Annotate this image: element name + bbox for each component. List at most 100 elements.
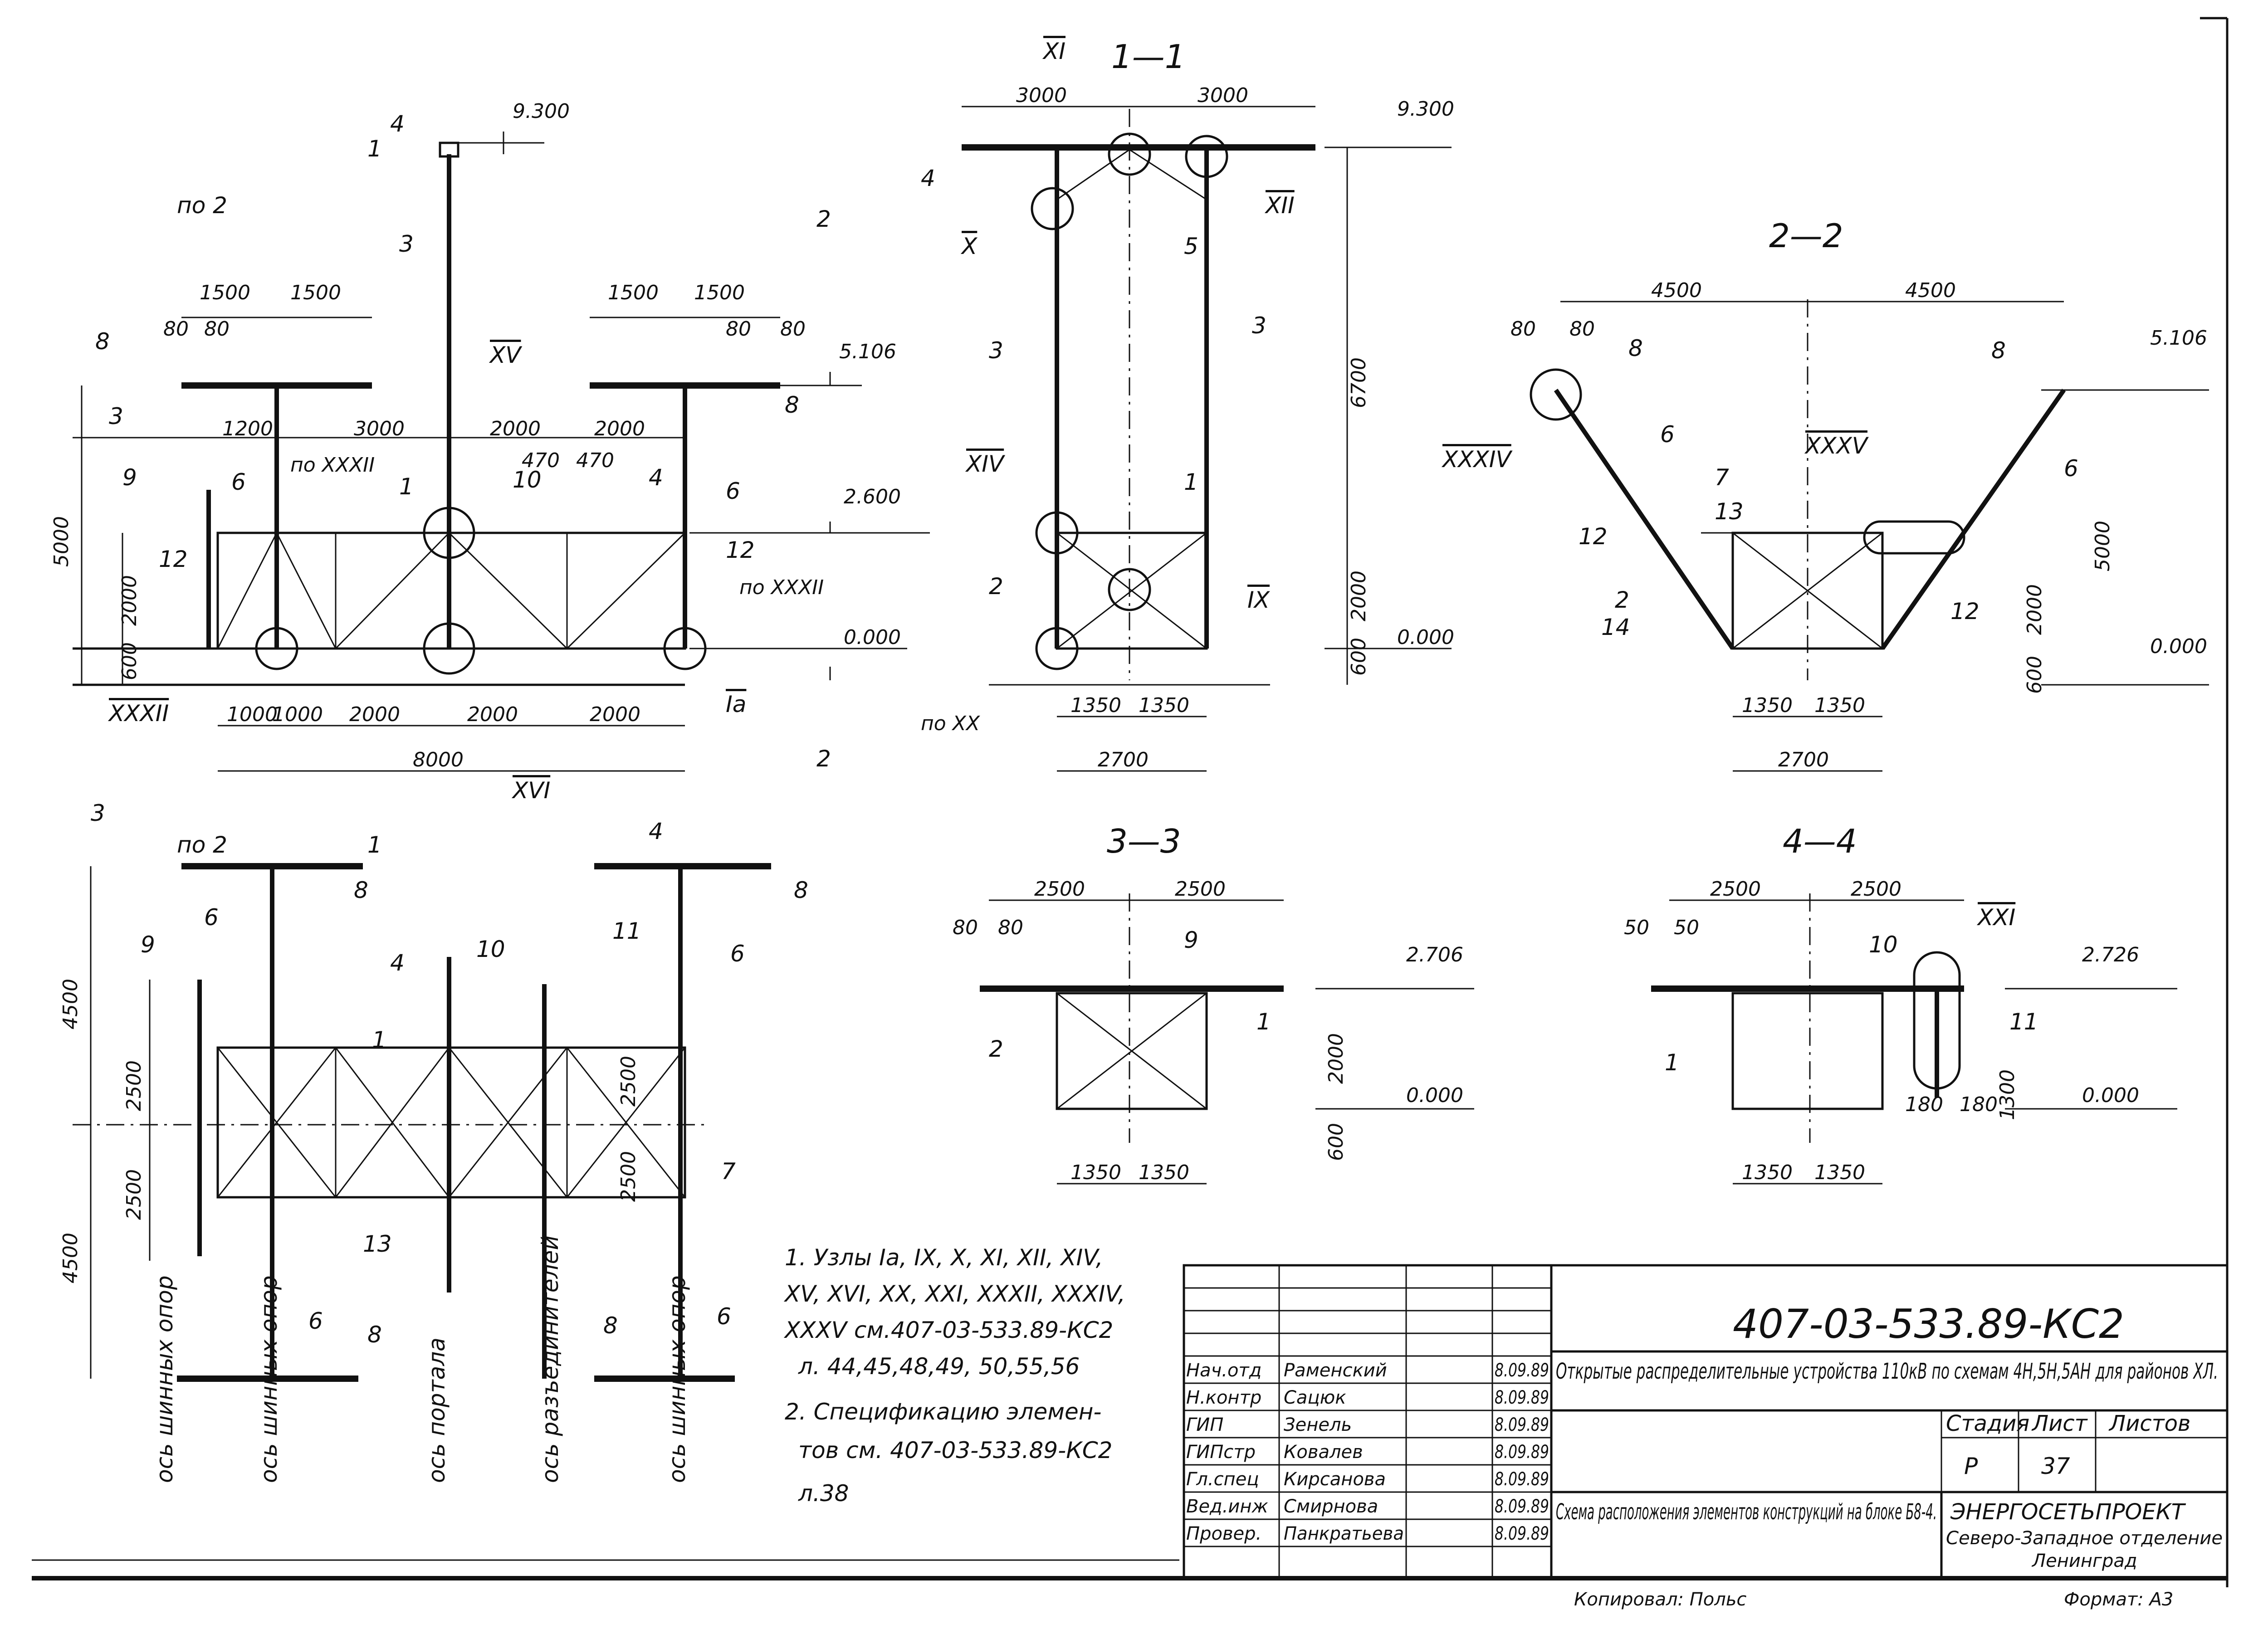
dim-1350-d: 1350 [1814,694,1865,717]
staff-date-6: 8.09.89 [1495,1496,1549,1517]
copied-by: Копировал: Польс [1574,1589,1746,1610]
title-block-text: 407-03-533.89-КС2 Открытые распределител… [1186,1301,2223,1610]
section-title-3-3: 3—3 [1107,822,1181,860]
mark-1-a: 1 [399,473,414,500]
mark-6-a: 6 [231,469,246,495]
mark-3-a: 3 [399,231,414,257]
dim-2500-h: 2500 [1851,878,1901,901]
sheet-label: Лист [2031,1411,2088,1436]
dim-1300: 1300 [1996,1069,2019,1120]
cut-mark-1: 1 [367,136,382,162]
mark-10-a: 10 [513,467,542,493]
dim-2000-b: 2000 [594,417,645,440]
dim-600-d: 600 [1325,1123,1348,1161]
dim-3000-a: 3000 [354,417,405,440]
label-poXXXII-b: по XXXII [739,576,824,599]
staff-date-4: 8.09.89 [1495,1442,1549,1463]
staff-role-3: ГИП [1186,1415,1223,1435]
mark-1-d: 1 [1256,1009,1271,1035]
label-elev-0000-b: 0.000 [1397,626,1454,649]
mark-9-b: 9 [141,932,155,958]
mark-4-a: 4 [390,111,405,137]
note-1-line-1: 1. Узлы Iа, IX, X, XI, XII, XIV, [785,1244,1103,1271]
staff-role-5: Гл.спец [1186,1469,1259,1490]
elevation-view-a [73,132,930,772]
mark-6-g: 6 [1660,421,1675,448]
section-2-2 [1530,299,2209,772]
dim-2000-c: 2000 [349,703,400,726]
dim-8000: 8000 [413,748,464,771]
mark-12-a: 12 [159,546,188,572]
dim-1200: 1200 [222,417,273,440]
dim-80-f: 80 [1569,317,1595,341]
elevation-view-a-labels: 9.300 5.106 2.600 0.000 1500 1500 1500 1… [50,100,901,826]
node-XIV: XIV [965,451,1006,477]
dim-2500-a: 2500 [122,1060,146,1111]
dim-4500-a: 4500 [59,979,82,1029]
stage-label: Стадия [1946,1411,2029,1436]
node-XXXII-a: XXXII [108,700,169,727]
cut-mark-1-b: 1 [367,832,382,858]
mark-12-b: 12 [726,537,755,563]
mark-5-a: 5 [1184,233,1198,259]
axis-label-3: ось портала [424,1337,450,1483]
dim-3000-b: 3000 [1016,84,1067,107]
label-elev-0000-d: 0.000 [1406,1084,1463,1107]
axis-label-4: ось разъединителей [537,1235,563,1483]
dim-2500-d: 2500 [617,1151,640,1202]
dim-80-d: 80 [780,317,806,341]
dim-4500-c: 4500 [1651,279,1702,302]
dim-80-e: 80 [1510,317,1536,341]
staff-name-6: Смирнова [1284,1496,1378,1517]
staff-role-6: Вед.инж [1186,1496,1268,1517]
drawing-code: 407-03-533.89-КС2 [1733,1301,2124,1347]
mark-3-c: 3 [1252,312,1266,339]
stage-value: Р [1964,1453,1978,1479]
mark-8-h: 8 [1991,337,2006,364]
project-title: Открытые распределительные устройства 11… [1556,1359,2218,1384]
section-4-4-labels: 4—4 2500 2500 XXI 50 50 10 2.726 0.000 1… [1624,822,2139,1184]
cut-mark-2-a: 2 [816,206,831,232]
dim-5000-a: 5000 [50,516,73,567]
mark-8-d: 8 [794,877,808,903]
node-X: X [960,233,978,259]
dim-80-g: 80 [953,916,978,939]
axis-label-5: ось шинных опор [664,1275,690,1483]
dim-1500-a: 1500 [200,281,250,304]
mark-8-e: 8 [367,1322,382,1348]
dim-2700-a: 2700 [1098,748,1149,771]
cut-mark-3-a: 3 [109,403,123,429]
mark-6-d: 6 [730,941,745,967]
mark-2-b: 2 [1615,587,1629,613]
cut-mark-2-b: 2 [816,746,831,772]
dim-2000-e: 2000 [590,703,640,726]
dim-2000-g: 2000 [2023,584,2046,635]
mark-8-c: 8 [354,877,368,903]
format-label: Формат: А3 [2064,1589,2173,1610]
dim-1500-c: 1500 [608,281,659,304]
dim-600-b: 600 [1347,638,1370,676]
dim-5000-b: 5000 [2091,521,2114,571]
label-elev-0000-e: 0.000 [2082,1084,2139,1107]
mark-8-b: 8 [785,392,799,418]
mark-6-c: 6 [204,904,219,931]
dim-1350-h: 1350 [1814,1161,1865,1184]
dim-1350-a: 1350 [1070,694,1121,717]
mark-10-c: 10 [1869,932,1898,958]
node-XXI: XXI [1976,904,2015,931]
node-XXXV: XXXV [1804,433,1869,459]
staff-date-2: 8.09.89 [1495,1387,1549,1408]
dim-180-b: 180 [1960,1093,1998,1116]
note-1-line-3: XXXV см.407-03-533.89-КС2 [783,1317,1113,1343]
mark-13-a: 13 [363,1231,392,1257]
dim-1350-f: 1350 [1139,1161,1189,1184]
mark-3-b: 3 [989,337,1003,364]
dim-2500-g: 2500 [1710,878,1761,901]
node-Ia: Iа [726,691,746,717]
staff-name-2: Сацюк [1284,1387,1346,1408]
staff-date-7: 8.09.89 [1495,1523,1549,1544]
staff-date-3: 8.09.89 [1495,1415,1549,1435]
label-elev-5106-b: 5.106 [2150,327,2207,350]
sheet-number: 37 [2041,1453,2070,1479]
